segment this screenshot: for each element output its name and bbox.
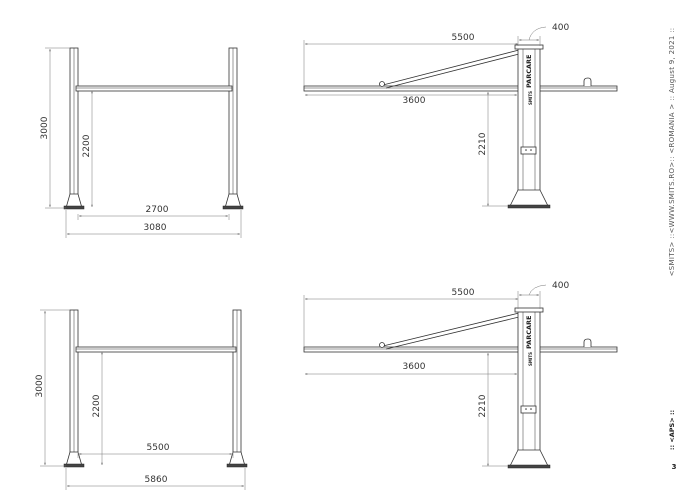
front-bottom-height-label: 3000	[35, 374, 45, 397]
side-bottom-bar-height-label: 2210	[478, 394, 488, 417]
front-top-height-label: 3000	[40, 116, 50, 139]
side-view-top: PARCARE SMITS 5500 400 3600 2210	[303, 23, 618, 209]
sidebar-product-label: :: <APS> ::	[668, 410, 676, 450]
side-top-arm-label: 3600	[403, 96, 426, 106]
sidebar-company-info: <SMITS> ::<WWW.SMITS.RO>:: <ROMANIA > ::…	[668, 28, 676, 277]
side-top-brand-label: PARCARE	[525, 55, 533, 88]
front-bottom-inner-width-label: 5500	[147, 443, 170, 453]
front-bottom-outer-width-label: 5860	[145, 475, 168, 485]
side-top-bar-height-label: 2210	[478, 132, 488, 155]
page-number: 3	[672, 463, 677, 471]
side-view-bottom: PARCARE SMITS 5500 400 3600 2210	[303, 281, 618, 469]
front-top-bar-height-label: 2200	[82, 134, 92, 157]
side-bottom-brand-label: PARCARE	[525, 316, 533, 349]
side-top-post-label: 400	[552, 23, 569, 33]
side-bottom-arm-label: 3600	[403, 362, 426, 372]
side-bottom-brand-small-label: SMITS	[528, 352, 533, 366]
sidebar-info: <SMITS> ::<WWW.SMITS.RO>:: <ROMANIA > ::…	[668, 28, 677, 471]
side-bottom-length-label: 5500	[452, 288, 475, 298]
front-view-top: 3000 2200 2700 3080	[40, 47, 244, 238]
side-bottom-post-label: 400	[552, 281, 569, 291]
front-view-bottom: 3000 2200 5500 5860	[35, 309, 248, 490]
front-bottom-bar-height-label: 2200	[92, 394, 102, 417]
front-top-outer-width-label: 3080	[144, 223, 167, 233]
side-top-brand-small-label: SMITS	[528, 91, 533, 105]
front-top-inner-width-label: 2700	[146, 205, 169, 215]
side-top-length-label: 5500	[452, 33, 475, 43]
